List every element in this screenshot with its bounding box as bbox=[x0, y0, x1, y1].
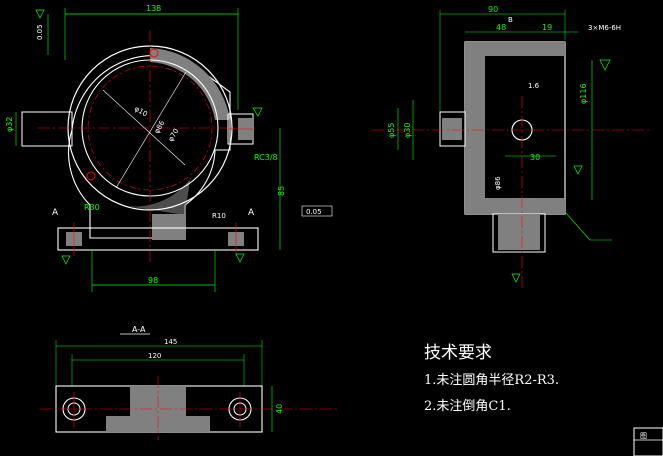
dim-phi70: φ70 bbox=[167, 127, 181, 143]
front-view: 138 0.05 φ86 φ70 φ10 φ32 bbox=[5, 4, 333, 292]
tech-notes: 技术要求 1.未注圆角半径R2-R3. 2.未注倒角C1. bbox=[424, 343, 559, 414]
dim-side-90: 90 bbox=[488, 5, 498, 14]
dim-phi30: φ30 bbox=[403, 123, 412, 138]
section-aa-view: A-A 145 120 40 bbox=[40, 325, 340, 440]
dim-98: 98 bbox=[148, 276, 158, 285]
dim-phi116: φ116 bbox=[579, 83, 588, 104]
dim-r30: R30 bbox=[84, 203, 100, 212]
section-b: B bbox=[508, 16, 513, 24]
dim-r10: R10 bbox=[212, 212, 226, 220]
dim-rc38: RC3/8 bbox=[254, 153, 278, 162]
section-aa-title: A-A bbox=[132, 325, 146, 334]
dim-phi86-side: φ86 bbox=[494, 176, 502, 190]
dim-138: 138 bbox=[146, 4, 161, 13]
dim-side-30: 30 bbox=[530, 153, 540, 162]
title-block-text: 图 bbox=[640, 432, 647, 440]
section-a-right: A bbox=[248, 208, 255, 218]
section-a-left: A bbox=[52, 208, 59, 218]
title-block-corner: 图 bbox=[633, 427, 663, 456]
dim-side-19: 19 bbox=[542, 23, 552, 32]
dim-side-16: 1.6 bbox=[528, 82, 540, 90]
dim-side-48: 48 bbox=[496, 23, 506, 32]
dim-145: 145 bbox=[164, 338, 177, 346]
notes-line-2: 2.未注倒角C1. bbox=[424, 399, 511, 414]
dim-aa-40: 40 bbox=[275, 404, 284, 414]
notes-line-1: 1.未注圆角半径R2-R3. bbox=[424, 373, 559, 388]
dim-120: 120 bbox=[148, 352, 161, 360]
dim-phi55: φ55 bbox=[387, 123, 396, 138]
dim-phi10: φ10 bbox=[133, 105, 149, 119]
side-thread-note: 3×M6-6H bbox=[588, 24, 621, 32]
dim-left-top: 0.05 bbox=[36, 24, 44, 40]
side-view: 90 B 48 19 3×M6-6H φ116 φ55 φ30 φ86 30 bbox=[372, 5, 650, 290]
tol-box: 0.05 bbox=[306, 208, 322, 216]
dim-phi86: φ86 bbox=[153, 119, 167, 135]
notes-title: 技术要求 bbox=[424, 343, 492, 363]
dim-85: 85 bbox=[277, 186, 286, 196]
dim-phi32: φ32 bbox=[5, 117, 14, 132]
